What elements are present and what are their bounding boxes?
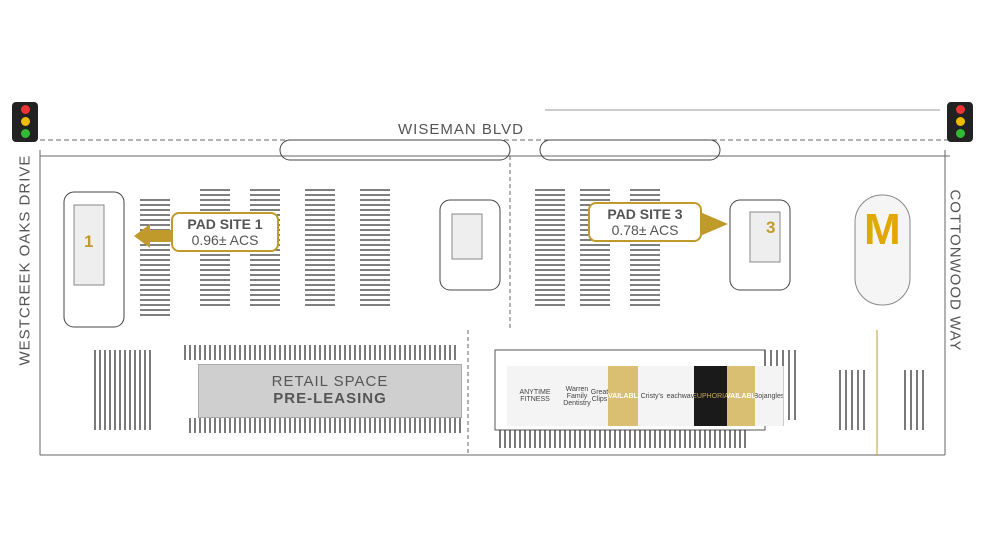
tenant-name: ANYTIME FITNESS bbox=[519, 389, 551, 403]
pad-site-title: PAD SITE 3 bbox=[607, 206, 683, 222]
tenant-space[interactable]: Cristy's bbox=[638, 366, 667, 426]
pad-site-area: 0.78± ACS bbox=[611, 222, 679, 238]
arrow-left-icon bbox=[134, 224, 171, 248]
tenant-space[interactable]: Bojangles bbox=[755, 366, 784, 426]
retail-line2: PRE-LEASING bbox=[273, 390, 387, 407]
tenant-space[interactable]: Warren Family Dentistry bbox=[563, 366, 592, 426]
traffic-light-icon bbox=[12, 102, 38, 142]
tenant-name: AVAILABLE bbox=[727, 392, 756, 400]
tenant-name: Peachwave bbox=[666, 392, 695, 400]
island bbox=[539, 139, 721, 161]
pad-site-area: 0.96± ACS bbox=[191, 232, 259, 248]
island bbox=[63, 191, 125, 328]
road-label-cottonwood: COTTONWOOD WAY bbox=[946, 189, 964, 352]
tenant-space[interactable]: AVAILABLE bbox=[608, 366, 639, 426]
tenant-name: EUPHORIA bbox=[694, 392, 728, 400]
tenant-space[interactable]: EUPHORIA bbox=[694, 366, 728, 426]
tenant-space[interactable]: ANYTIME FITNESS bbox=[507, 366, 564, 426]
tenant-space[interactable]: Great Clips bbox=[591, 366, 609, 426]
retail-line1: RETAIL SPACE bbox=[271, 373, 389, 390]
tenant-name: Bojangles bbox=[755, 392, 784, 400]
pad-1-building bbox=[73, 204, 105, 286]
island bbox=[439, 199, 501, 291]
pad-3-building bbox=[749, 211, 781, 263]
pad-site-3-callout[interactable]: PAD SITE 3 0.78± ACS bbox=[588, 202, 702, 242]
tenant-name: Warren Family Dentistry bbox=[563, 385, 591, 407]
road-label-westcreek: WESTCREEK OAKS DRIVE bbox=[16, 154, 34, 366]
road-label-wiseman: WISEMAN BLVD bbox=[398, 121, 524, 138]
pad-site-title: PAD SITE 1 bbox=[187, 216, 263, 232]
tenant-name: Great Clips bbox=[591, 389, 609, 403]
island bbox=[729, 199, 791, 291]
tenant-name: AVAILABLE bbox=[608, 392, 638, 400]
pad-number-1: 1 bbox=[84, 232, 94, 251]
mcdonalds-building bbox=[854, 194, 911, 306]
mcdonalds-logo-icon: M bbox=[864, 205, 901, 254]
pad-number-3: 3 bbox=[766, 218, 776, 237]
tenant-space[interactable]: AVAILABLE bbox=[727, 366, 756, 426]
traffic-light-icon bbox=[947, 102, 973, 142]
tenant-name: Cristy's bbox=[640, 392, 664, 400]
island bbox=[279, 139, 511, 161]
retail-space-building[interactable]: RETAIL SPACE PRE-LEASING bbox=[198, 364, 462, 418]
tenant-space[interactable]: Peachwave bbox=[666, 366, 695, 426]
pad-site-1-callout[interactable]: PAD SITE 1 0.96± ACS bbox=[171, 212, 279, 252]
pad-2-building bbox=[451, 213, 483, 260]
